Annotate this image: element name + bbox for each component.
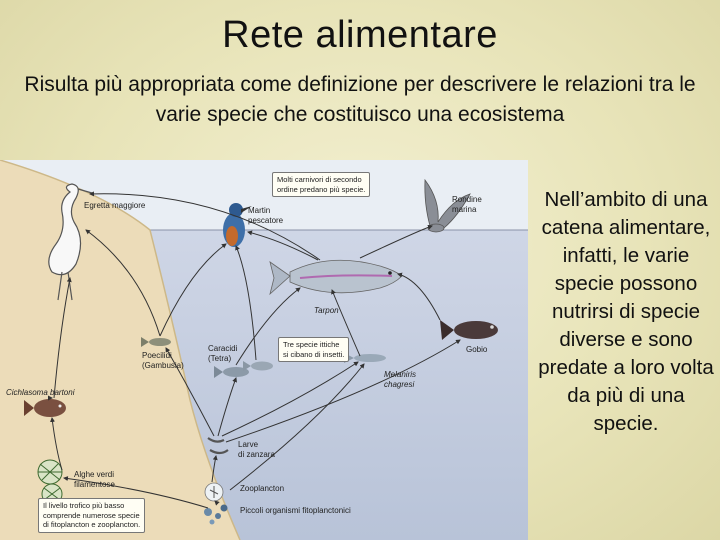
label-egretta: Egretta maggiore xyxy=(84,201,146,210)
label-poecilidi: Poecilidi (Gambusia) xyxy=(142,351,184,370)
phytoplankton-icon xyxy=(204,504,228,525)
side-paragraph: Nell’ambito di una catena alimentare, in… xyxy=(538,188,714,435)
food-web-figure: Egretta maggiore Martin pescatore Rondin… xyxy=(0,160,528,540)
feeding-arrows xyxy=(48,191,461,509)
label-martin-pescatore: Martin pescatore xyxy=(248,206,284,225)
box-livello-trofico: Il livello trofico più basso comprende n… xyxy=(38,498,146,533)
goby-fish-icon xyxy=(440,320,498,340)
slide-title: Rete alimentare xyxy=(222,14,498,56)
label-melaniris: Melaniris chagresi xyxy=(384,370,417,389)
slide-subtitle: Risulta più appropriata come definizione… xyxy=(24,73,696,126)
label-zooplancton: Zooplancton xyxy=(240,484,285,493)
label-cichlasoma: Cichlasoma bartoni xyxy=(6,388,75,397)
heron-icon xyxy=(48,183,93,301)
cichlasoma-fish-icon xyxy=(24,399,66,417)
tarpon-fish-icon xyxy=(269,259,403,296)
label-gobio: Gobio xyxy=(466,345,488,354)
food-web-illustration xyxy=(0,160,528,540)
label-rondine-marina: Rondine marina xyxy=(452,195,482,214)
zooplankton-icon xyxy=(204,482,224,502)
tetra-fish-icon-2 xyxy=(243,361,273,371)
tetra-fish-icon xyxy=(214,366,249,378)
label-larve: Larve di zanzara xyxy=(238,440,275,459)
tern-icon xyxy=(424,178,471,233)
label-piccoli-organismi: Piccoli organismi fitoplanctonici xyxy=(240,506,351,515)
kingfisher-icon xyxy=(223,203,252,247)
box-tre-specie: Tre specie ittiche si cibano di insetti. xyxy=(278,337,350,362)
mosquito-larvae-icon xyxy=(207,437,229,455)
label-caracidi: Caracidi (Tetra) xyxy=(208,344,238,363)
label-tarpon: Tarpon xyxy=(314,306,339,315)
gambusia-fish-icon xyxy=(141,337,171,347)
box-carnivori: Molti carnivori di secondo ordine predan… xyxy=(272,172,371,197)
label-alghe: Alghe verdi filamentose xyxy=(74,470,115,489)
